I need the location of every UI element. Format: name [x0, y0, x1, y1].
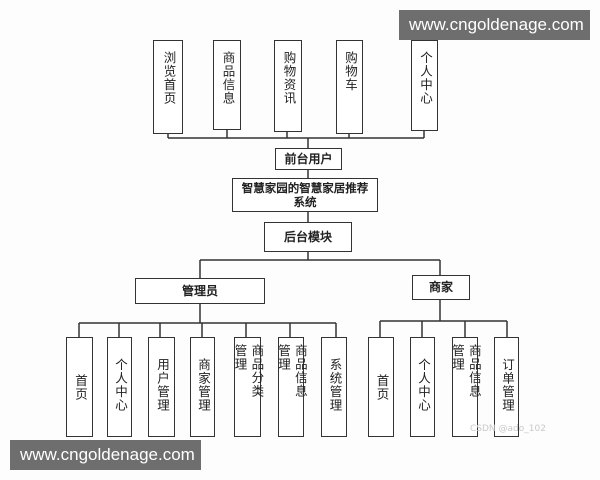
admin-item-personal-center: 个人中心: [107, 337, 132, 437]
merchant-item-order-management: 订单管理: [494, 337, 519, 437]
frontend-item-browse-home: 浏览首页: [153, 40, 183, 134]
faint-watermark-text: CSDN @ado_102: [470, 424, 546, 434]
merchant-item-label: 订单管理: [499, 358, 515, 412]
watermark-text-top: www.cngoldenage.com: [409, 15, 584, 34]
admin-item-label: 商品分类管理: [232, 344, 265, 398]
backend-module-node: 后台模块: [264, 222, 352, 252]
merchant-item-personal-center: 个人中心: [410, 337, 435, 437]
admin-label: 管理员: [181, 283, 218, 298]
admin-item-label: 个人中心: [112, 358, 128, 412]
admin-item-label: 商品信息管理: [276, 344, 308, 398]
frontend-item-label: 个人中心: [417, 51, 433, 105]
merchant-item-home: 首页: [368, 337, 394, 437]
system-title: 智慧家园的智慧家居推荐系统: [241, 180, 369, 209]
merchant-item-label: 商品信息管理: [450, 344, 482, 398]
admin-item-label: 系统管理: [327, 358, 343, 412]
frontend-user-node: 前台用户: [275, 148, 342, 170]
frontend-item-label: 浏览首页: [161, 51, 177, 105]
admin-node: 管理员: [135, 278, 265, 304]
faint-watermark: CSDN @ado_102: [470, 424, 546, 434]
frontend-user-label: 前台用户: [284, 151, 333, 166]
frontend-item-label: 商品信息: [220, 51, 236, 105]
watermark-banner-bottom: www.cngoldenage.com: [10, 440, 201, 470]
merchant-item-label: 首页: [374, 374, 390, 401]
system-title-node: 智慧家园的智慧家居推荐系统: [232, 178, 378, 212]
admin-item-product-info-management: 商品信息管理: [276, 337, 308, 437]
frontend-item-personal-center: 个人中心: [411, 40, 438, 131]
admin-item-label: 用户管理: [154, 358, 170, 412]
frontend-item-product-info: 商品信息: [213, 40, 241, 130]
frontend-item-label: 购物资讯: [281, 51, 297, 105]
admin-item-label: 商家管理: [195, 358, 211, 412]
merchant-label: 商家: [428, 280, 453, 294]
watermark-banner-top: www.cngoldenage.com: [399, 10, 590, 40]
admin-item-system-management: 系统管理: [321, 337, 347, 437]
admin-item-merchant-management: 商家管理: [190, 337, 215, 437]
watermark-text-bottom: www.cngoldenage.com: [20, 445, 195, 464]
admin-item-label: 首页: [72, 374, 88, 401]
admin-item-category-management: 商品分类管理: [233, 337, 264, 437]
merchant-node: 商家: [412, 275, 470, 300]
frontend-item-cart: 购物车: [336, 40, 363, 134]
admin-item-home: 首页: [66, 337, 93, 437]
admin-item-user-management: 用户管理: [148, 337, 175, 437]
frontend-item-label: 购物车: [342, 51, 358, 92]
frontend-item-shopping-news: 购物资讯: [274, 40, 302, 132]
merchant-item-label: 个人中心: [415, 358, 431, 412]
merchant-item-product-info-management: 商品信息管理: [450, 337, 482, 437]
backend-module-label: 后台模块: [283, 229, 332, 244]
